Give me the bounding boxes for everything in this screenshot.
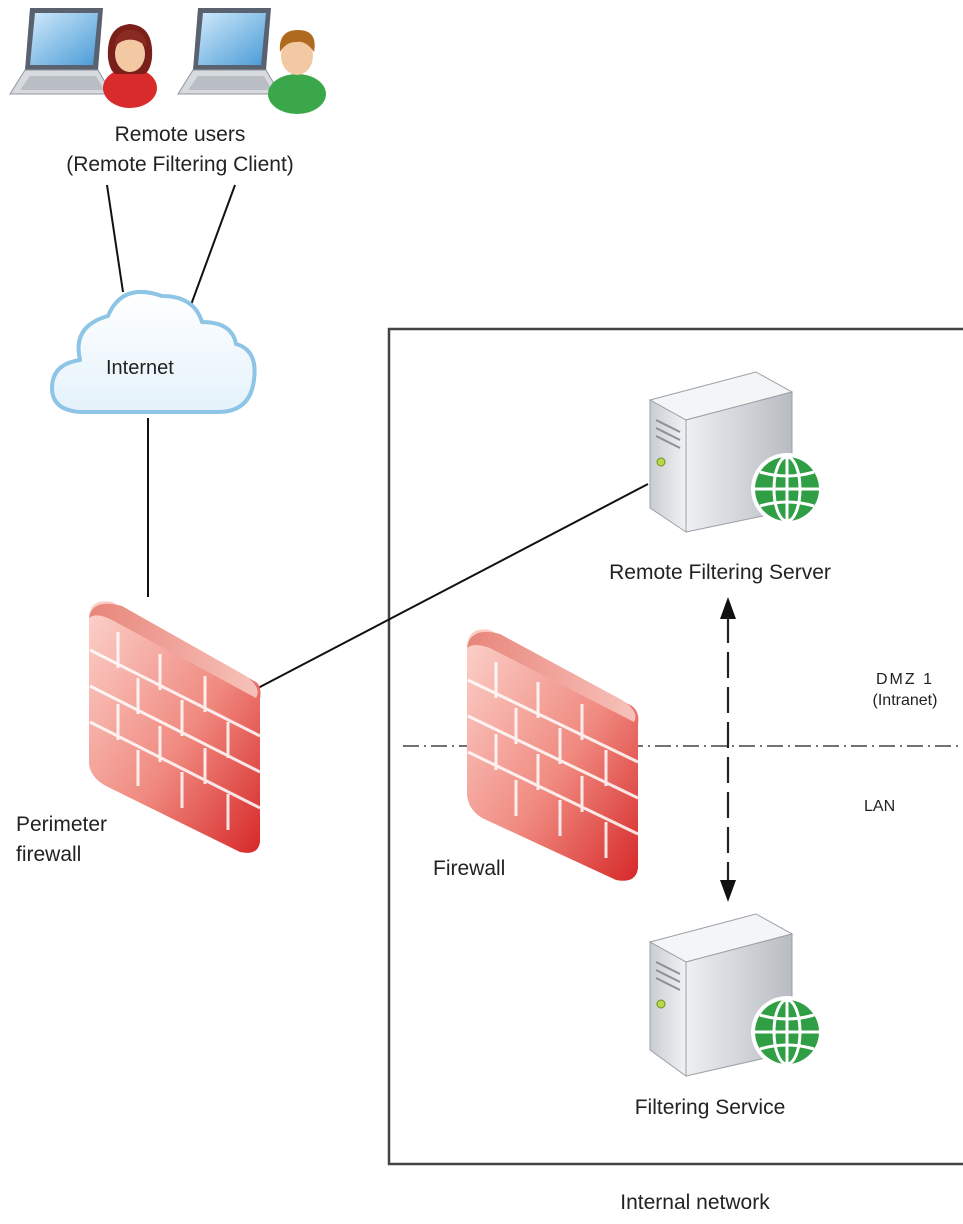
lan-label: LAN [864,798,896,815]
globe-icon [751,996,823,1068]
remote-users-subtitle: (Remote Filtering Client) [66,153,294,176]
perimeter-firewall-line2: firewall [16,843,82,866]
internet-label: Internet [106,357,174,379]
link-user2-internet [187,184,236,314]
brick-firewall-icon [88,601,261,853]
globe-icon [751,453,823,525]
link-user1-internet [106,184,124,293]
arrow-up-icon [720,597,736,619]
filtering-service-label: Filtering Service [634,1096,786,1119]
brick-firewall-icon [466,629,639,881]
perimeter-firewall-label: Perimeter firewall [16,810,107,870]
cloud-icon [50,290,257,414]
internal-network-label: Internal network [620,1191,770,1214]
internal-network-boundary [387,327,963,1166]
user-laptop-female-icon [9,8,157,108]
firewall-label: Firewall [433,857,506,880]
dmz-line2: (Intranet) [872,692,938,709]
remote-filtering-server-label: Remote Filtering Server [609,561,831,584]
perimeter-firewall-line1: Perimeter [16,813,108,836]
dmz-line1: DMZ 1 [876,671,934,688]
arrow-down-icon [720,880,736,902]
server-globe-icon [648,371,823,533]
link-firewall-server [257,483,649,689]
server-globe-icon [648,913,823,1077]
remote-users-label: Remote users (Remote Filtering Client) [20,120,340,180]
dmz-label: DMZ 1 (Intranet) [850,669,960,711]
remote-users-title: Remote users [114,123,246,146]
user-laptop-male-icon [177,8,326,114]
